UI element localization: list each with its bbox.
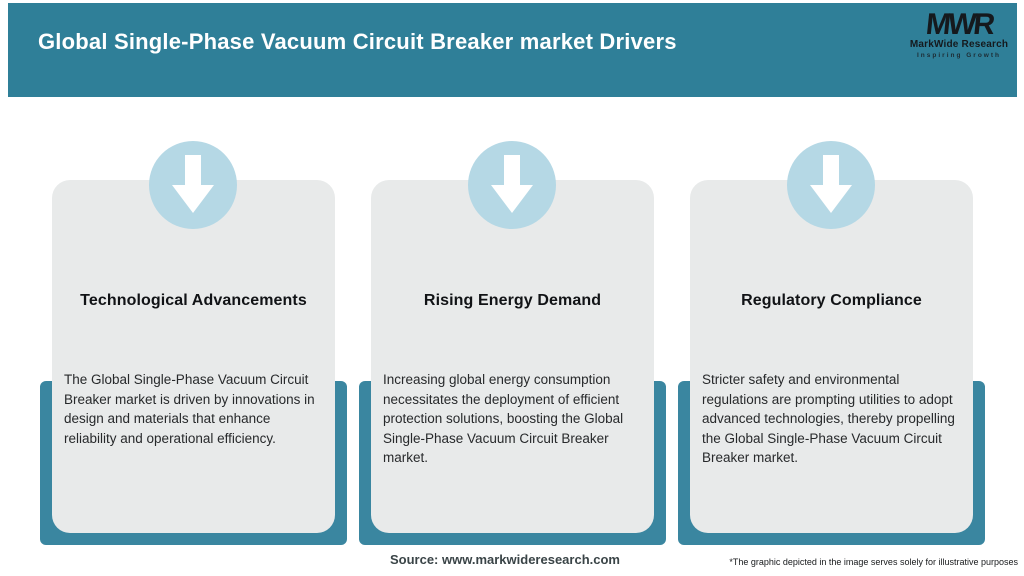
driver-card: Regulatory Compliance Stricter safety an… — [690, 180, 973, 533]
driver-card: Technological Advancements The Global Si… — [52, 180, 335, 533]
card-body: The Global Single-Phase Vacuum Circuit B… — [64, 372, 315, 446]
header-bar: Global Single-Phase Vacuum Circuit Break… — [8, 3, 1017, 97]
driver-card: Rising Energy Demand Increasing global e… — [371, 180, 654, 533]
logo-name: MarkWide Research — [909, 39, 1009, 50]
page-title: Global Single-Phase Vacuum Circuit Break… — [38, 29, 677, 54]
card-title: Regulatory Compliance — [741, 292, 922, 309]
driver-card-group-3: Regulatory Compliance Stricter safety an… — [678, 141, 985, 545]
markwide-logo: MWR MarkWide Research Inspiring Growth — [909, 8, 1009, 60]
card-body: Increasing global energy consumption nec… — [383, 372, 624, 465]
disclaimer-text: *The graphic depicted in the image serve… — [729, 557, 1018, 567]
down-arrow-badge — [149, 141, 237, 229]
down-arrow-icon — [810, 155, 852, 213]
logo-acronym-icon: MWR — [924, 8, 994, 41]
driver-card-group-1: Technological Advancements The Global Si… — [40, 141, 347, 545]
card-title: Technological Advancements — [80, 292, 307, 309]
down-arrow-badge — [468, 141, 556, 229]
down-arrow-icon — [491, 155, 533, 213]
card-body: Stricter safety and environmental regula… — [702, 372, 955, 465]
logo-tagline: Inspiring Growth — [917, 52, 1001, 59]
source-text: Source: www.markwideresearch.com — [389, 552, 620, 567]
down-arrow-icon — [172, 155, 214, 213]
down-arrow-badge — [787, 141, 875, 229]
card-title: Rising Energy Demand — [423, 292, 602, 309]
driver-card-group-2: Rising Energy Demand Increasing global e… — [359, 141, 666, 545]
